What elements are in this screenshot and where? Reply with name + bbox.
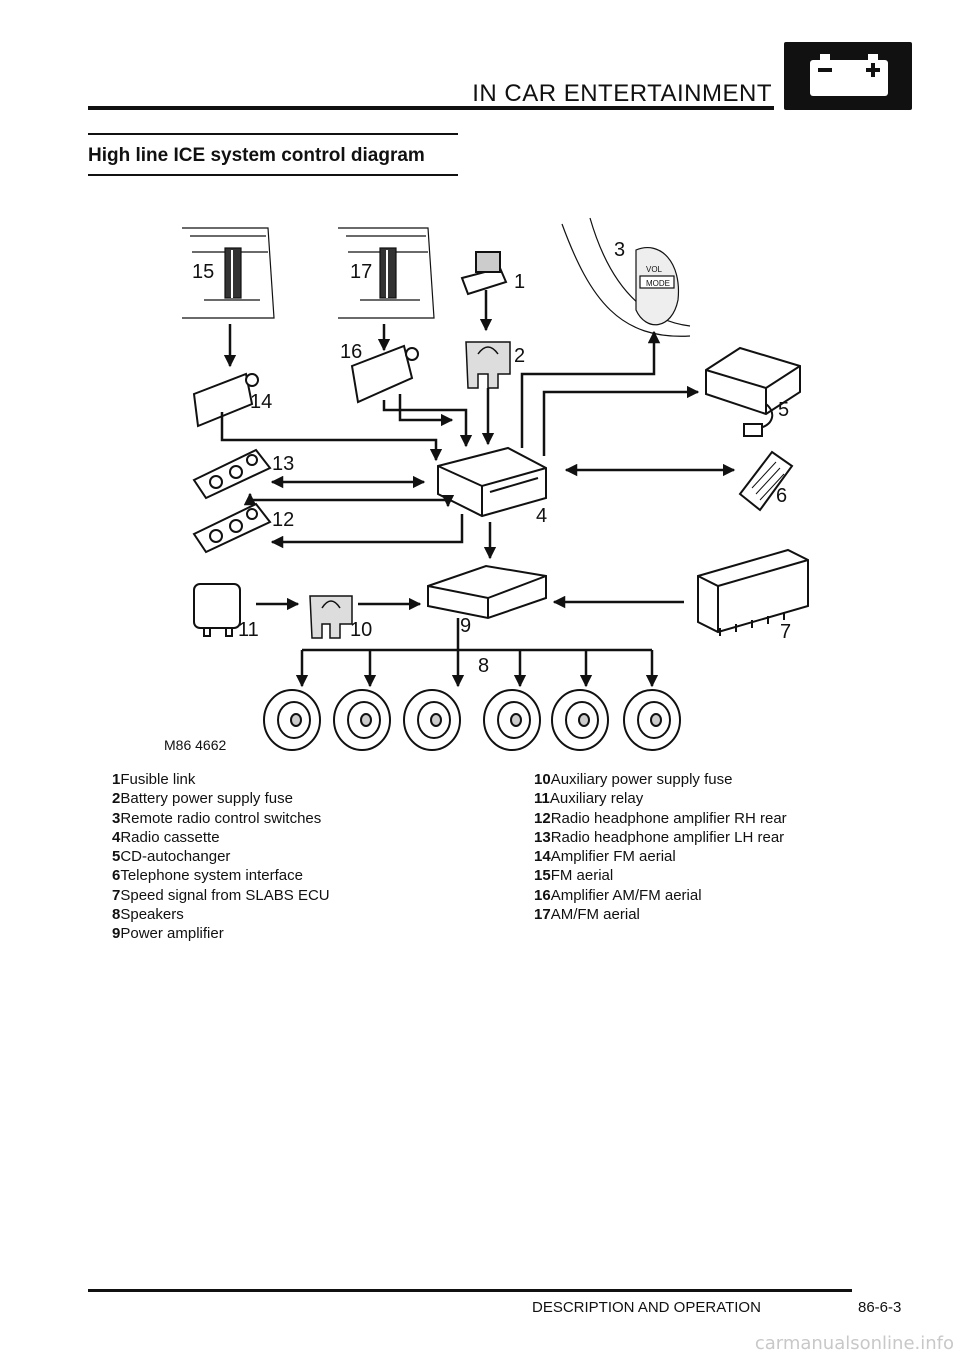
fm-aerial-amplifier xyxy=(192,372,259,428)
auxiliary-fuse xyxy=(309,595,353,639)
legend-item: 11Auxiliary relay xyxy=(534,790,644,808)
power-amplifier xyxy=(427,564,547,620)
radio-cassette xyxy=(437,446,547,518)
callout-2: 2 xyxy=(514,345,525,367)
legend-item: 8Speakers xyxy=(112,906,184,924)
legend-item: 13Radio headphone amplifier LH rear xyxy=(534,828,785,846)
am-fm-aerial-amplifier xyxy=(350,344,419,404)
callout-16: 16 xyxy=(340,341,362,363)
legend-item: 12Radio headphone amplifier RH rear xyxy=(534,809,787,827)
fm-aerial-vehicle xyxy=(182,227,275,319)
fusible-link xyxy=(460,251,508,296)
legend-item: 7Speed signal from SLABS ECU xyxy=(112,886,330,904)
legend-left: 1Fusible link 2Battery power supply fuse… xyxy=(112,770,330,944)
section-rule-top xyxy=(88,133,458,135)
header-rule xyxy=(88,106,774,110)
legend-item: 4Radio cassette xyxy=(112,828,220,846)
speaker xyxy=(483,689,541,751)
callout-13: 13 xyxy=(272,453,294,475)
chapter-title: IN CAR ENTERTAINMENT xyxy=(472,80,772,107)
callout-15: 15 xyxy=(192,261,214,283)
legend-item: 17AM/FM aerial xyxy=(534,906,640,924)
legend-item: 6Telephone system interface xyxy=(112,867,303,885)
speaker xyxy=(551,689,609,751)
slabs-ecu xyxy=(697,548,809,636)
callout-8: 8 xyxy=(478,655,489,677)
legend-item: 10Auxiliary power supply fuse xyxy=(534,771,733,788)
figure-reference: M86 4662 xyxy=(164,737,226,753)
am-fm-aerial-vehicle xyxy=(338,227,435,319)
speakers xyxy=(263,689,681,751)
section-title: High line ICE system control diagram xyxy=(88,145,425,166)
connection-lines xyxy=(220,290,736,688)
legend-right: 10Auxiliary power supply fuse 11Auxiliar… xyxy=(534,770,787,924)
legend-item: 9Power amplifier xyxy=(112,925,224,943)
callout-5: 5 xyxy=(778,399,789,421)
battery-icon xyxy=(810,54,888,96)
footer-rule xyxy=(88,1289,852,1292)
callout-9: 9 xyxy=(460,615,471,637)
speaker xyxy=(333,689,391,751)
callout-6: 6 xyxy=(776,485,787,507)
headphone-amplifier-rh xyxy=(192,502,272,554)
legend-item: 1Fusible link xyxy=(112,771,196,788)
callout-17: 17 xyxy=(350,261,372,283)
legend-item: 16Amplifier AM/FM aerial xyxy=(534,886,702,904)
headphone-amplifier-lh xyxy=(192,448,272,500)
chapter-badge xyxy=(784,42,912,110)
legend-item: 2Battery power supply fuse xyxy=(112,790,293,808)
auxiliary-relay xyxy=(193,583,241,637)
vol-label: VOL xyxy=(646,265,663,274)
ice-control-diagram: VOL MODE xyxy=(164,217,809,753)
speaker xyxy=(623,689,681,751)
callout-11: 11 xyxy=(238,619,259,641)
battery-fuse xyxy=(465,341,511,389)
callout-14: 14 xyxy=(250,391,272,413)
watermark[interactable]: carmanualsonline.info xyxy=(754,1333,954,1354)
telephone-interface xyxy=(738,450,794,512)
cd-autochanger xyxy=(705,346,801,437)
legend-item: 15FM aerial xyxy=(534,867,614,885)
mode-label: MODE xyxy=(646,279,670,288)
callout-7: 7 xyxy=(780,621,791,643)
legend-item: 14Amplifier FM aerial xyxy=(534,848,676,866)
footer-section: DESCRIPTION AND OPERATION xyxy=(532,1299,761,1316)
speaker xyxy=(263,689,321,751)
callout-4: 4 xyxy=(536,505,547,527)
legend-item: 3Remote radio control switches xyxy=(112,809,322,827)
legend-item: 5CD-autochanger xyxy=(112,848,231,866)
callouts: 1 2 3 4 5 6 7 8 9 10 11 12 13 14 15 16 1… xyxy=(192,239,791,677)
callout-10: 10 xyxy=(350,619,372,641)
section-rule-bottom xyxy=(88,174,458,176)
callout-1: 1 xyxy=(514,271,525,293)
speaker xyxy=(403,689,461,751)
callout-12: 12 xyxy=(272,509,294,531)
page-number: 86-6-3 xyxy=(858,1299,902,1316)
callout-3: 3 xyxy=(614,239,625,261)
remote-radio-controls: VOL MODE xyxy=(561,217,691,337)
